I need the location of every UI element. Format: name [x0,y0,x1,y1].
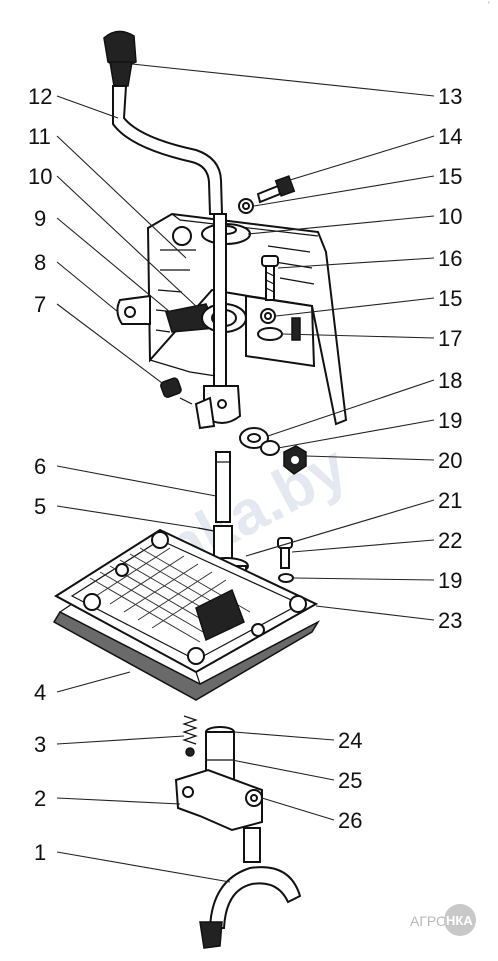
label-left-10: 3 [34,732,46,757]
housing-flange [116,294,151,325]
guide-shaft [215,451,231,523]
label-right-16: 25 [338,768,362,793]
selector-bracket [174,768,263,832]
pin [160,377,193,405]
logo-badge-text: НКА [446,913,473,928]
label-left-7: 6 [34,454,46,479]
label-right-10: 20 [438,448,462,473]
cover-plate [54,528,319,674]
spring [182,715,198,757]
label-right-17: 26 [338,808,362,833]
label-left-11: 2 [34,786,46,811]
washer-lower [239,427,269,449]
right-labels: 13 14 15 10 16 15 17 18 19 20 21 22 19 2… [338,84,462,833]
gear-lever [112,85,224,215]
label-right-8: 18 [438,368,462,393]
label-right-1: 13 [438,84,462,109]
label-right-12: 22 [438,528,462,553]
label-left-5: 8 [34,250,46,275]
agro-logo: АГРО НКА [410,904,476,936]
logo-badge [444,904,476,936]
label-left-6: 7 [34,292,46,317]
label-right-7: 17 [438,326,462,351]
label-right-13: 19 [438,568,462,593]
label-right-5: 16 [438,246,462,271]
set-screw [245,789,263,807]
gear-lever-knob [103,30,137,87]
label-left-9: 4 [34,680,46,705]
washer-mid [257,308,283,341]
spring-washer [260,440,280,456]
lever-shaft [194,213,242,430]
label-right-14: 23 [438,608,462,633]
gasket [52,603,321,701]
bolt-top [256,175,296,204]
washer-cover [278,573,294,583]
label-right-2: 14 [438,124,462,149]
label-left-12: 1 [34,840,46,865]
label-right-15: 24 [338,728,362,753]
corner-mark: ' [488,0,490,10]
nut [283,445,307,475]
label-left-4: 9 [34,206,46,231]
shift-fork [199,827,302,949]
label-left-8: 5 [34,494,46,519]
label-right-9: 19 [438,408,462,433]
washer-top [238,198,254,214]
label-right-11: 21 [438,488,462,513]
label-left-3: 10 [28,164,52,189]
bolt-mid [261,255,279,301]
logo-text: АГРО [410,913,447,929]
label-left-2: 11 [28,124,51,149]
leader-lines [56,63,435,883]
label-right-3: 15 [438,164,462,189]
left-labels: 12 11 10 9 8 7 6 5 4 3 2 1 [28,84,52,865]
label-left-1: 12 [28,84,52,109]
label-right-6: 15 [438,286,462,311]
label-right-4: 10 [438,204,462,229]
